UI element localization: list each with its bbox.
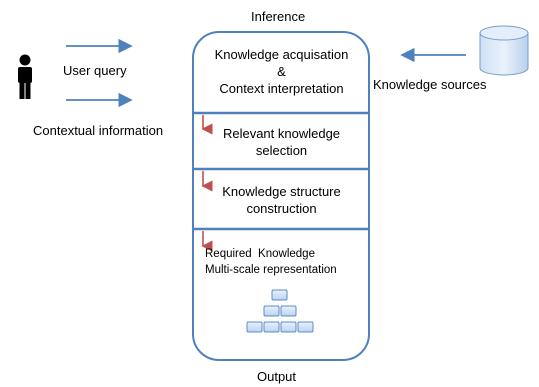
stage-required-knowledge: Required Knowledge Multi-scale represent… <box>205 246 365 278</box>
diagram-footer: Output <box>257 369 297 384</box>
knowledge-sources-label: Knowledge sources <box>373 77 487 92</box>
stage-relevant-knowledge-selection: Relevant knowledge selection <box>195 125 368 159</box>
diagram-title: Inference <box>251 9 306 24</box>
stage-1-line-3: Context interpretation <box>219 81 344 96</box>
stage-4-line-2: Multi-scale representation <box>205 264 337 276</box>
stage-2-line-2: selection <box>255 143 308 158</box>
stage-4-line-1: Required Knowledge <box>205 248 315 260</box>
person-icon <box>18 54 32 99</box>
contextual-information-label: Contextual information <box>33 123 164 138</box>
stage-3-line-2: construction <box>246 201 317 216</box>
stage-2-line-1: Relevant knowledge <box>222 126 341 141</box>
stage-1-line-2: & <box>277 64 286 79</box>
stage-1-line-1: Knowledge acquisation <box>214 47 349 62</box>
block-pyramid-icon <box>246 289 314 333</box>
stage-knowledge-acquisition: Knowledge acquisation & Context interpre… <box>195 46 368 97</box>
stage-3-line-1: Knowledge structure <box>222 184 341 199</box>
stage-knowledge-structure-construction: Knowledge structure construction <box>195 183 368 217</box>
user-query-label: User query <box>63 63 127 78</box>
database-icon <box>479 25 529 76</box>
